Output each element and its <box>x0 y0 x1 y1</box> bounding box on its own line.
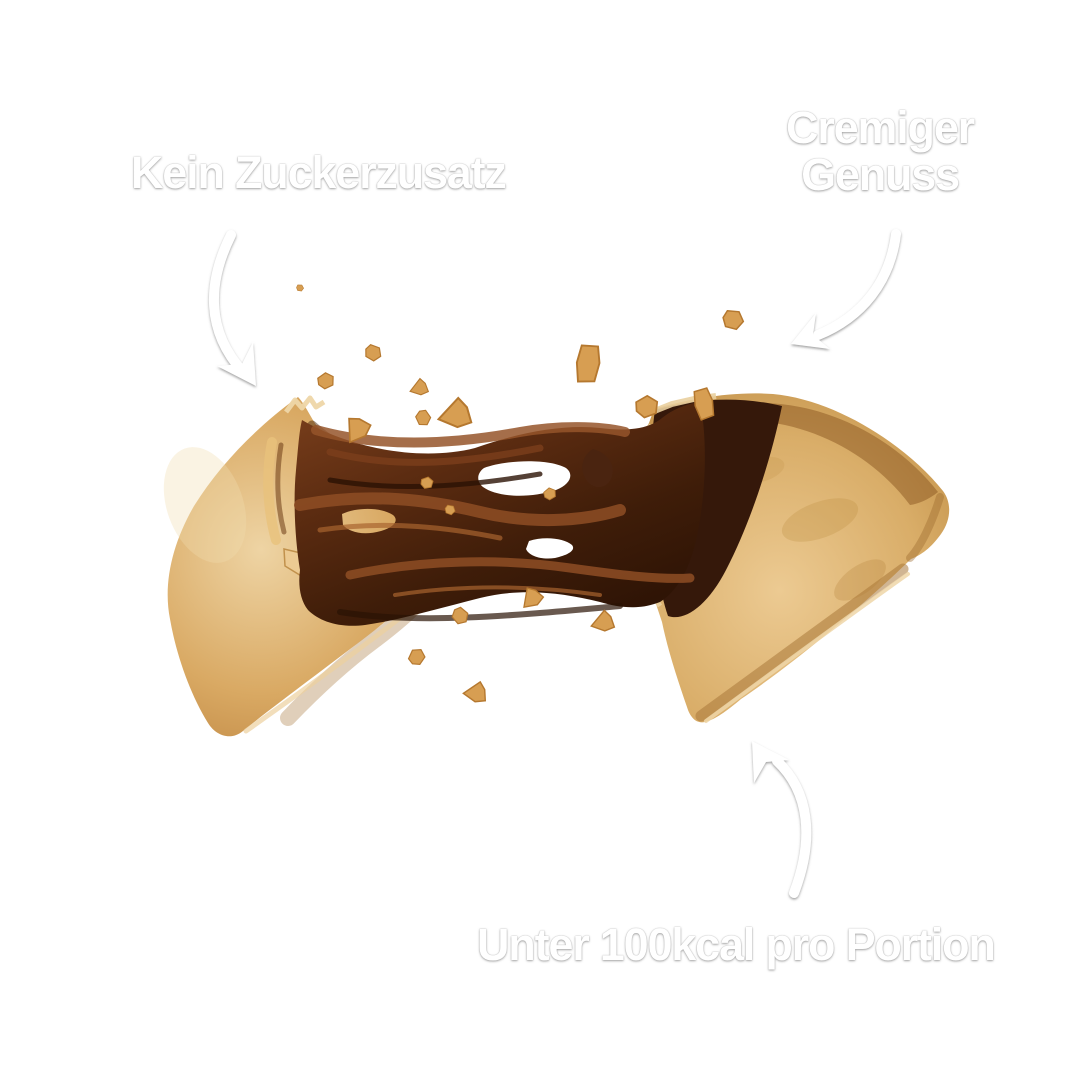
claim-creamy-line2: Genuss <box>801 149 960 200</box>
claim-creamy-line1: Cremiger <box>786 102 975 153</box>
claim-no-added-sugar: Kein Zuckerzusatz <box>131 147 507 198</box>
claim-under-100kcal: Unter 100kcal pro Portion <box>477 919 996 970</box>
arrow-bottom-right <box>752 741 812 898</box>
arrow-top-right <box>791 229 901 349</box>
arrow-top-left <box>208 230 256 386</box>
claim-creamy-indulgence: Cremiger Genuss <box>770 104 990 198</box>
chocolate-cream <box>294 402 705 626</box>
